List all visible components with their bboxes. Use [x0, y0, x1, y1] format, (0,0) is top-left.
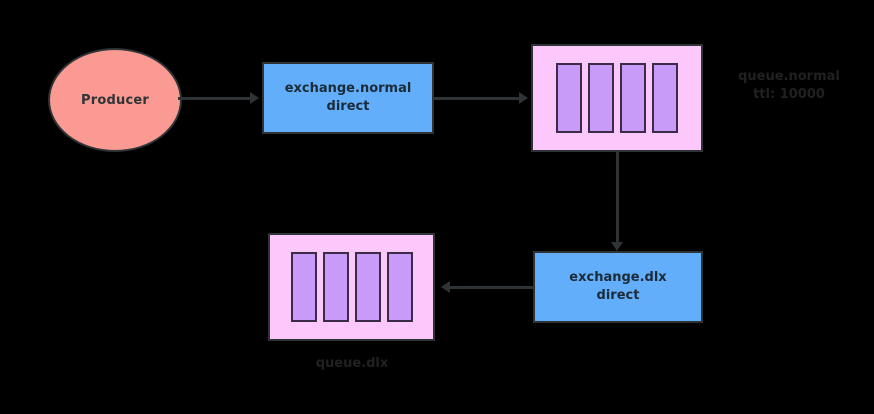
queue-message [386, 252, 413, 322]
arrowhead-queue-normal-to-exchange-dlx [611, 242, 623, 251]
arrowhead-exchange-dlx-to-queue-dlx [441, 281, 450, 293]
exchange-normal-line2: direct [326, 99, 370, 114]
queue-normal-label-line1: queue.normal [738, 69, 840, 84]
exchange-normal-line1: exchange.normal [284, 81, 412, 97]
node-producer: Producer [48, 48, 182, 152]
exchange-dlx-line1: exchange.dlx [569, 270, 667, 286]
node-exchange-dlx: exchange.dlx direct [533, 251, 703, 323]
queue-message [322, 252, 349, 322]
edge-exchange-dlx-to-queue-dlx [450, 286, 533, 289]
edge-queue-normal-to-exchange-dlx [616, 152, 619, 242]
queue-message [354, 252, 381, 322]
node-queue-dlx [268, 233, 435, 341]
edge-exchange-normal-to-queue-normal [434, 97, 519, 100]
arrowhead-exchange-normal-to-queue-normal [519, 92, 528, 104]
queue-message [652, 63, 678, 133]
queue-message [290, 252, 317, 322]
edge-producer-to-exchange-normal [178, 97, 250, 100]
producer-label: Producer [81, 92, 149, 108]
queue-dlx-label: queue.dlx [315, 356, 389, 371]
queue-message [620, 63, 646, 133]
arrowhead-producer-to-exchange-normal [250, 92, 259, 104]
exchange-dlx-line2: direct [596, 288, 640, 303]
queue-message [588, 63, 614, 133]
node-queue-normal [531, 44, 703, 152]
queue-normal-label-line2: ttl: 10000 [753, 86, 825, 102]
node-exchange-normal: exchange.normal direct [262, 62, 434, 134]
queue-normal-label: queue.normal ttl: 10000 [714, 68, 864, 103]
queue-message [556, 63, 582, 133]
